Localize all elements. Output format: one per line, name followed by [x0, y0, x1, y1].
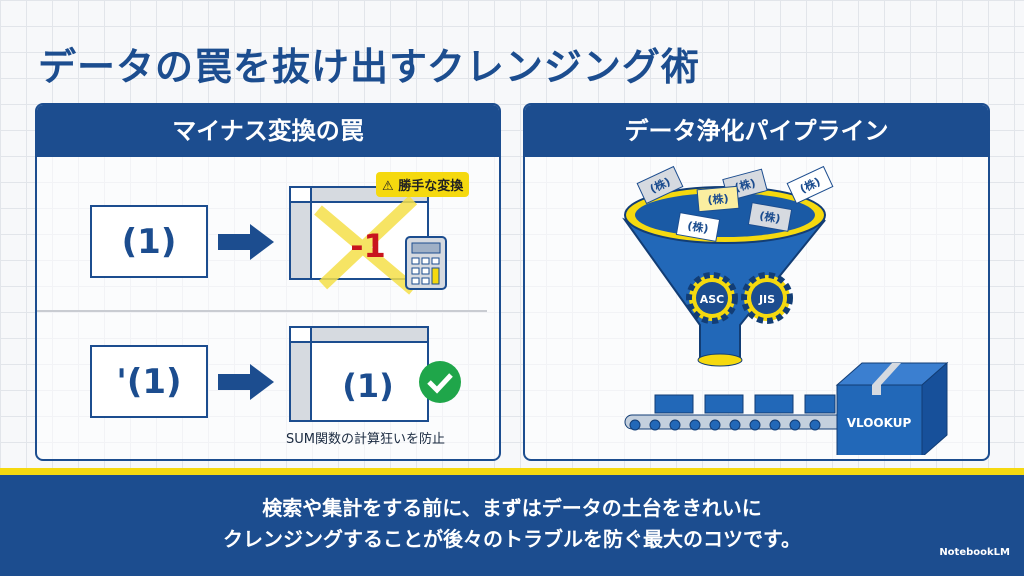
- warning-icon: ⚠: [382, 179, 399, 194]
- svg-text:(株): (株): [758, 208, 781, 225]
- panel-header: データ浄化パイプライン: [525, 105, 988, 157]
- input-cell-good: '(1): [90, 345, 208, 418]
- panel-header: マイナス変換の罠: [37, 105, 499, 157]
- conveyor-belt-icon: [624, 394, 856, 431]
- notebooklm-logo: NotebookLM: [939, 547, 1010, 558]
- funnel-pipeline-illustration: (株) (株) (株) (株) (株) (株) ASC JIS VLOOKUP: [622, 165, 949, 455]
- summary-banner: 検索や集計をする前に、まずはデータの土台をきれいに クレンジングすることが後々の…: [0, 468, 1024, 576]
- converted-value: -1: [350, 227, 386, 265]
- input-cell-bad: (1): [90, 205, 208, 278]
- preserved-value: (1): [342, 367, 394, 405]
- divider: [37, 310, 487, 312]
- warning-text: 勝手な変換: [398, 179, 464, 194]
- arrow-right-icon: [218, 224, 274, 260]
- banner-line-1: 検索や集計をする前に、まずはデータの土台をきれいに: [262, 496, 762, 520]
- gear-icon-jis: JIS: [741, 272, 793, 324]
- banner-line-2: クレンジングすることが後々のトラブルを防ぐ最大のコツです。: [223, 527, 801, 551]
- check-icon: [419, 361, 461, 403]
- data-card: (株): [747, 202, 793, 232]
- vlookup-box-icon: VLOOKUP: [835, 361, 949, 455]
- svg-text:(株): (株): [733, 176, 757, 195]
- spreadsheet-error-icon: -1: [289, 186, 447, 295]
- calculator-icon: [405, 236, 447, 290]
- data-card: (株): [675, 212, 721, 242]
- svg-text:(株): (株): [707, 191, 729, 207]
- svg-text:VLOOKUP: VLOOKUP: [847, 416, 912, 430]
- svg-text:ASC: ASC: [700, 293, 725, 306]
- svg-text:(株): (株): [686, 218, 709, 235]
- data-card: (株): [696, 185, 740, 213]
- spreadsheet-ok-icon: (1): [289, 326, 429, 422]
- svg-text:JIS: JIS: [758, 293, 775, 306]
- caption: SUM関数の計算狂いを防止: [286, 432, 445, 447]
- gear-icon-asc: ASC: [686, 272, 738, 324]
- page-title: データの罠を抜け出すクレンジング術: [38, 45, 700, 89]
- warning-badge: ⚠ 勝手な変換: [376, 172, 470, 197]
- arrow-right-icon: [218, 364, 274, 400]
- data-card: (株): [786, 165, 834, 205]
- data-card: (株): [636, 165, 684, 205]
